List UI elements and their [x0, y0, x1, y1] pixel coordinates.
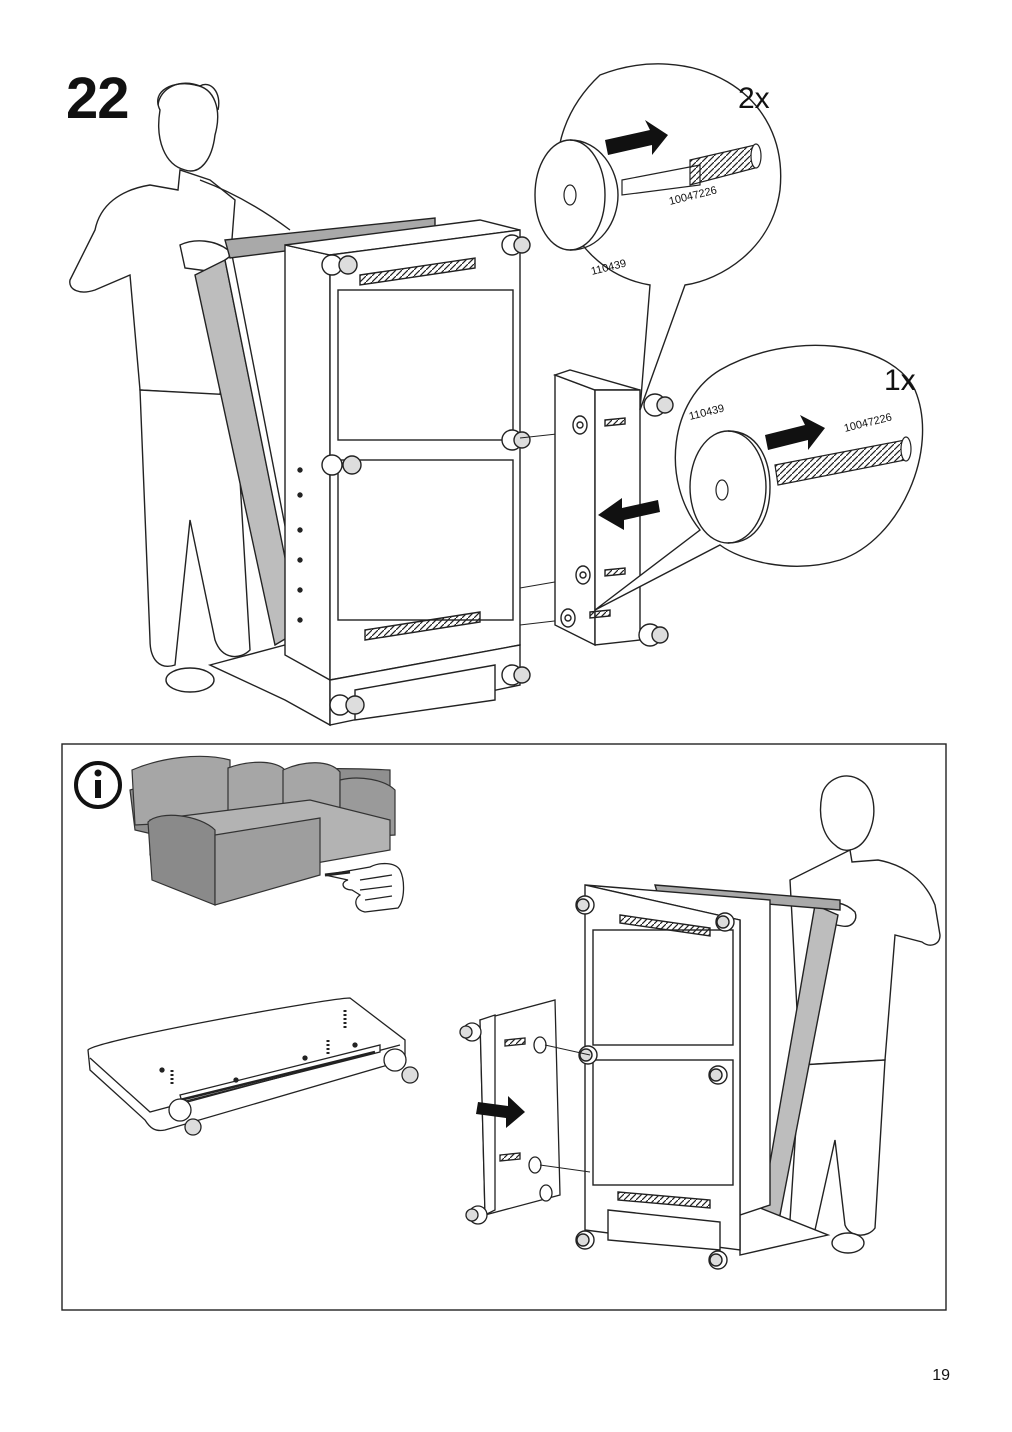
callout-bubble-2x	[534, 63, 782, 411]
insert-arrow-icon-2	[476, 1096, 525, 1128]
leg-rail	[87, 997, 419, 1136]
info-icon	[74, 761, 122, 809]
callout-quantity-2x: 2x	[738, 82, 770, 115]
callout-bubble-1x	[594, 344, 924, 611]
sofa-frame-upright-2	[575, 884, 831, 1270]
pointing-hand-icon	[324, 862, 405, 913]
page-number: 19	[932, 1367, 950, 1384]
sofa-thumbnail	[129, 755, 396, 906]
insert-arrow-icon	[598, 498, 660, 530]
callout-quantity-1x: 1x	[884, 364, 916, 397]
sofa-frame-upright	[207, 219, 531, 727]
step-number: 22	[66, 66, 130, 131]
person-figure	[69, 82, 291, 693]
